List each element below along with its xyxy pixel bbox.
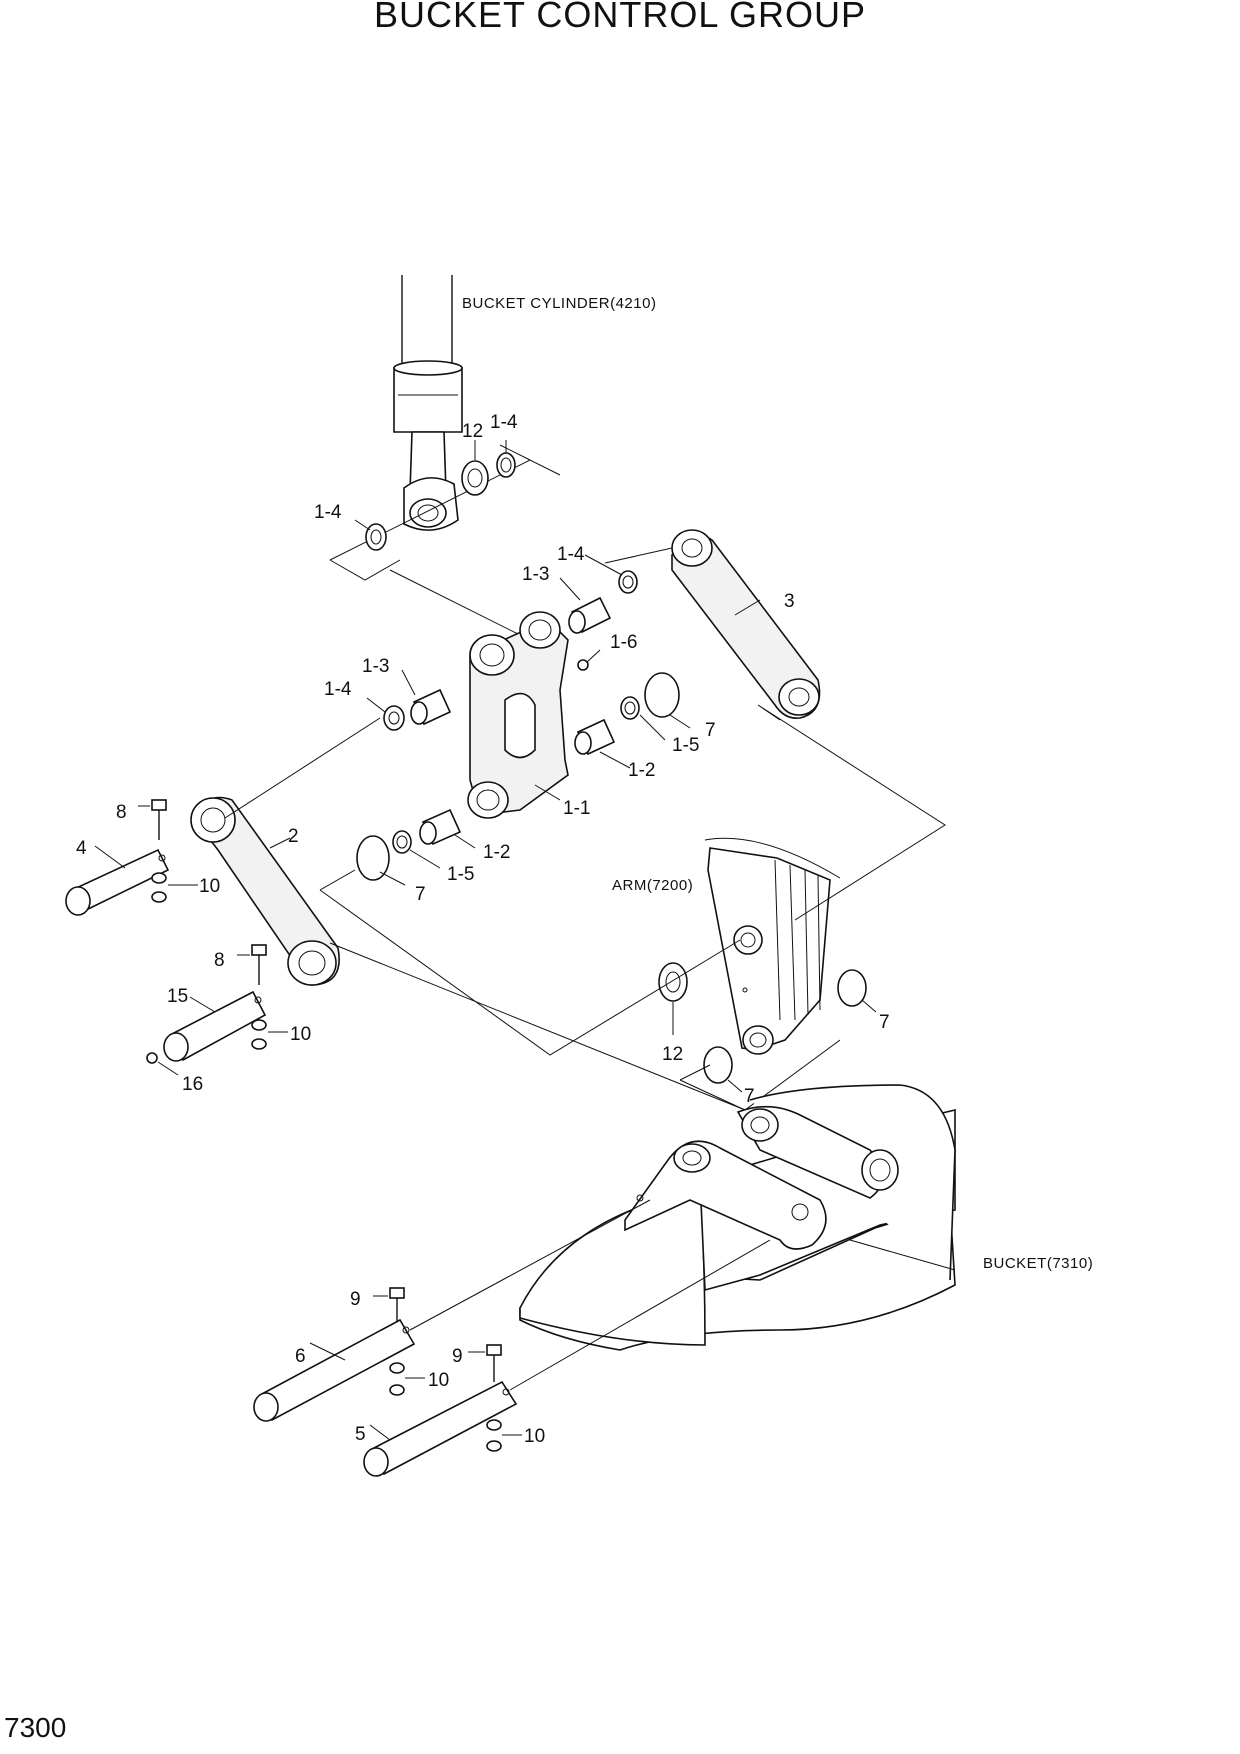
callout-3: 3 — [784, 591, 795, 612]
pin-6-drawing — [253, 1318, 416, 1422]
bolt-9-a — [389, 1287, 405, 1322]
callout-1-2: 1-2 — [628, 760, 655, 781]
nut-10-c — [389, 1362, 405, 1396]
page-number: 7300 — [4, 1712, 67, 1743]
callout-1-5: 1-5 — [672, 735, 699, 756]
callout-1-6: 1-6 — [610, 632, 637, 653]
leader-lines — [94, 440, 877, 1441]
callout-7: 7 — [744, 1086, 755, 1107]
callout-7: 7 — [705, 720, 716, 741]
callout-12: 12 — [462, 421, 483, 442]
callout-1-1: 1-1 — [563, 798, 590, 819]
pin-5-drawing — [363, 1380, 518, 1477]
page-title: BUCKET CONTROL GROUP — [373, 0, 867, 35]
callout-16: 16 — [182, 1074, 203, 1095]
washer-12-arm — [658, 962, 688, 1002]
callout-7: 7 — [415, 884, 426, 905]
nut-10-d — [486, 1419, 502, 1452]
callout-1-3: 1-3 — [522, 564, 549, 585]
link-2-drawing — [190, 796, 340, 986]
cylinder-assembly-frame — [329, 444, 561, 581]
callout-1-2: 1-2 — [483, 842, 510, 863]
callout-10: 10 — [199, 876, 220, 897]
callout-9: 9 — [452, 1346, 463, 1367]
bucket-cylinder-drawing — [393, 275, 463, 531]
callout-15: 15 — [167, 986, 188, 1007]
callout-2: 2 — [288, 826, 299, 847]
shim-1-5-right — [620, 696, 640, 720]
shim-1-4-left — [365, 523, 387, 551]
bolt-9-b — [486, 1344, 502, 1382]
oring-7-left — [356, 835, 390, 881]
pin-15-drawing — [163, 990, 267, 1062]
link-1-1-drawing — [467, 611, 569, 819]
ref-arm: ARM(7200) — [612, 877, 693, 894]
nut-10-a — [151, 872, 167, 903]
assembly-frame-left — [319, 869, 741, 1056]
callout-1-5: 1-5 — [447, 864, 474, 885]
callout-1-4: 1-4 — [324, 679, 352, 700]
callout-10: 10 — [290, 1024, 311, 1045]
arm-end-drawing — [704, 837, 841, 1055]
callout-8: 8 — [116, 802, 127, 823]
link-3-drawing — [671, 529, 821, 720]
bolt-8-b — [251, 944, 267, 985]
callout-5: 5 — [355, 1424, 366, 1445]
bolt-8-a — [151, 799, 167, 840]
shim-1-4-left2 — [383, 705, 405, 731]
callout-1-4: 1-4 — [557, 544, 585, 565]
callout-10: 10 — [524, 1426, 545, 1447]
callout-1-4: 1-4 — [490, 412, 518, 433]
callout-7: 7 — [879, 1012, 890, 1033]
grease-nipple-16 — [146, 1052, 158, 1064]
oring-7-arm-bottom — [703, 1046, 733, 1084]
callout-1-4: 1-4 — [314, 502, 342, 523]
nut-10-b — [251, 1019, 267, 1050]
shim-1-4-top — [496, 452, 516, 478]
oring-7-right — [644, 672, 680, 718]
bucket-drawing — [519, 1084, 956, 1351]
ref-bucket: BUCKET(7310) — [983, 1255, 1093, 1272]
callout-6: 6 — [295, 1346, 306, 1367]
grease-nipple-1-6 — [577, 659, 589, 671]
callout-9: 9 — [350, 1289, 361, 1310]
oring-7-arm-right — [837, 969, 867, 1007]
pin-4-drawing — [65, 848, 170, 916]
callout-8: 8 — [214, 950, 225, 971]
ref-bucket-cylinder: BUCKET CYLINDER(4210) — [462, 295, 656, 312]
callout-1-3: 1-3 — [362, 656, 389, 677]
assembly-frame-mid — [757, 704, 946, 921]
callout-4: 4 — [76, 838, 87, 859]
washer-12-top — [461, 460, 489, 496]
shim-1-5-left — [392, 830, 412, 854]
callout-12: 12 — [662, 1044, 683, 1065]
callout-10: 10 — [428, 1370, 449, 1391]
